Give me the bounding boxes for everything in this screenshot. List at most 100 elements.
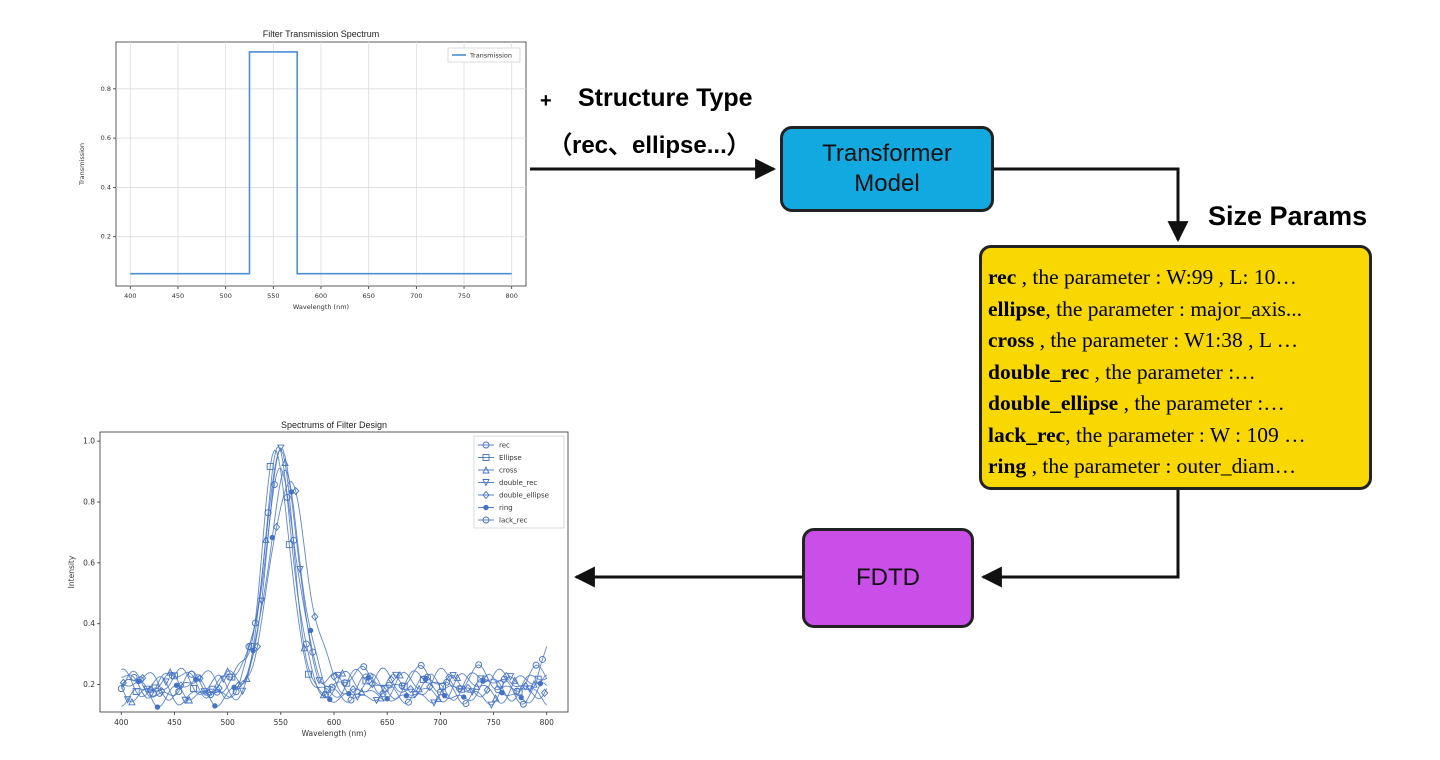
chart2-marker-cross <box>434 694 442 702</box>
chart2-legend-marker <box>482 465 490 474</box>
chart2-marker-cross <box>147 685 155 693</box>
chart2-xtick-label: 450 <box>167 718 182 727</box>
chart2-marker-lack_rec <box>264 509 272 517</box>
chart2-marker-ring <box>499 690 505 696</box>
param-line-cross: cross , the parameter : W1:38 , L … <box>988 325 1369 357</box>
param-detail: , the parameter : W : 109 … <box>1065 422 1306 447</box>
param-name: double_ellipse <box>988 391 1119 415</box>
param-line-lack_rec: lack_rec, the parameter : W : 109 … <box>988 420 1369 452</box>
chart2-xlabel: Wavelength (nm) <box>302 729 367 738</box>
param-line-rec: rec , the parameter : W:99 , L: 10… <box>988 262 1369 294</box>
chart2-marker-rec <box>462 700 470 707</box>
chart2-ytick-label: 0.8 <box>83 498 95 507</box>
plus-sign: + <box>540 90 552 112</box>
chart2-marker-cross <box>396 670 404 679</box>
chart2-marker-double_rec <box>123 696 132 704</box>
chart2-legend-label: double_rec <box>499 479 537 487</box>
chart1-ytick-label: 0.4 <box>101 183 111 191</box>
chart1-series-transmission <box>130 51 512 275</box>
transformer-line2: Model <box>854 170 920 197</box>
chart2-marker-ring <box>231 684 237 691</box>
chart2-line-double_ellipse <box>120 480 548 701</box>
chart2-marker-double_ellipse <box>311 612 319 621</box>
chart2-marker-ring <box>403 693 410 699</box>
param-list: rec , the parameter : W:99 , L: 10…ellip… <box>988 262 1369 483</box>
chart2-marker-double_ellipse <box>215 684 223 693</box>
chart2-marker-cross <box>511 676 519 684</box>
chart2-marker-double_ellipse <box>541 688 549 698</box>
chart2-marker-double_rec <box>487 701 496 710</box>
chart2-marker-double_rec <box>449 672 457 680</box>
chart2-xtick-label: 700 <box>433 718 448 727</box>
chart2-line-ring <box>121 469 547 708</box>
chart2-marker-double_ellipse <box>119 678 127 687</box>
chart2-line-cross <box>120 448 548 704</box>
chart2-marker-lack_rec <box>456 685 463 692</box>
chart2-marker-ring <box>518 694 524 701</box>
chart2-marker-double_ellipse <box>445 673 453 682</box>
chart2-marker-cross <box>166 668 174 676</box>
chart2-marker-rec <box>405 698 412 706</box>
chart2-xtick-label: 400 <box>114 718 129 727</box>
chart2-marker-lack_rec <box>513 687 521 695</box>
chart2-marker-lack_rec <box>322 691 329 698</box>
chart2-marker-lack_rec <box>245 643 253 651</box>
fdtd-label: FDTD <box>856 564 920 591</box>
param-name: double_rec <box>988 359 1090 384</box>
chart1-legend-box <box>447 47 521 63</box>
chart2-marker-double_ellipse <box>272 522 281 532</box>
chart2-legend-box <box>473 435 565 529</box>
chart2-legend-label: double_ellipse <box>499 492 549 500</box>
chart2-marker-lack_rec <box>149 689 157 697</box>
chart2-marker-lack_rec <box>398 682 406 690</box>
chart2-marker-ring <box>384 695 390 702</box>
chart2-xtick-label: 650 <box>380 718 395 727</box>
chart2-marker-lack_rec <box>360 663 368 671</box>
chart2-xtick-label: 600 <box>327 718 342 727</box>
chart2-marker-lack_rec <box>130 673 138 681</box>
param-detail: , the parameter :… <box>1089 359 1256 384</box>
chart1-ytick-label: 0.8 <box>101 85 111 93</box>
chart2-marker-ring <box>422 676 429 682</box>
chart2-marker-lack_rec <box>379 690 387 698</box>
arrow-transformer-to-params <box>994 167 1189 243</box>
transformer-line1: Transformer <box>822 140 952 167</box>
arrow-params-to-fdtd <box>980 488 1180 588</box>
chart2-legend-marker <box>482 490 490 500</box>
chart2-legend-label: Ellipse <box>499 454 522 462</box>
chart2-marker-double_rec <box>430 699 438 707</box>
chart2-xtick-label: 550 <box>274 718 289 727</box>
chart2-ytick-label: 1.0 <box>83 437 95 446</box>
chart2-marker-cross <box>223 667 232 675</box>
chart2-marker-ring <box>269 534 276 541</box>
param-name: rec <box>988 265 1017 289</box>
chart2-ytick-label: 0.2 <box>83 680 95 689</box>
chart2-marker-double_rec <box>200 688 208 696</box>
chart1-xtick-label: 750 <box>458 292 470 300</box>
chart1-ytick-label: 0.2 <box>101 233 111 241</box>
chart2-marker-ring <box>441 692 448 699</box>
chart1-xtick-label: 800 <box>505 292 517 300</box>
chart2-marker-Ellipse <box>305 670 312 678</box>
chart1-xtick-label: 500 <box>219 292 231 300</box>
chart2-marker-Ellipse <box>171 672 178 680</box>
chart2-marker-lack_rec <box>532 661 540 669</box>
chart2-marker-ring <box>307 627 314 634</box>
chart2-marker-rec <box>519 700 527 708</box>
chart2-marker-double_ellipse <box>196 674 204 683</box>
structure-type-subtitle: （rec、ellipse...） <box>548 132 751 159</box>
chart2-marker-double_ellipse <box>483 685 491 695</box>
chart2-marker-cross <box>262 535 270 543</box>
chart2-marker-lack_rec <box>226 673 234 681</box>
chart2-marker-lack_rec <box>494 686 502 694</box>
chart2-marker-double_ellipse <box>349 685 357 694</box>
param-name: lack_rec <box>988 422 1066 447</box>
chart2-marker-double_ellipse <box>387 675 396 684</box>
chart2-marker-lack_rec <box>417 661 425 669</box>
chart2-marker-double_ellipse <box>502 671 510 681</box>
chart2-marker-lack_rec <box>168 672 176 680</box>
chart2-marker-lack_rec <box>302 640 310 648</box>
